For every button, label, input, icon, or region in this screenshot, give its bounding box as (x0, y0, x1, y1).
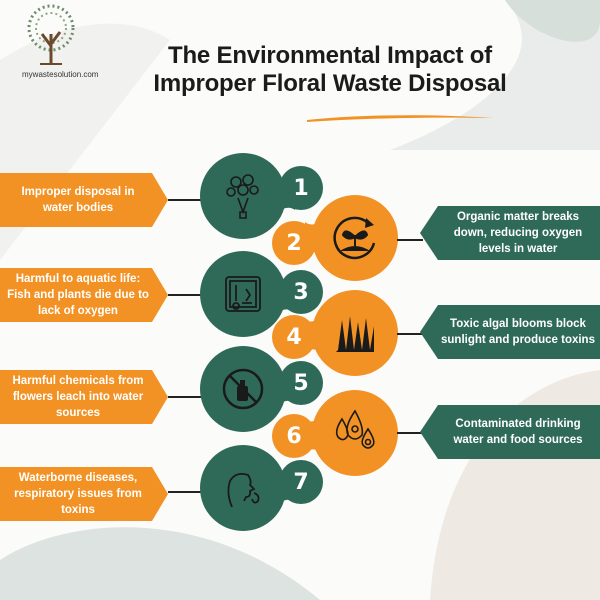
person-coughing-icon (227, 472, 260, 508)
no-spray-icon (222, 368, 264, 410)
step-3-label: Harmful to aquatic life: Fish and plants… (0, 268, 168, 322)
title-line-1: The Environmental Impact of (168, 42, 492, 69)
step-5-number: 5 (293, 370, 309, 396)
step-text: Toxic algal blooms block sunlight and pr… (441, 318, 595, 346)
title-line-2: Improper Floral Waste Disposal (153, 70, 507, 97)
step-6-number: 6 (286, 423, 302, 449)
step-text: Waterborne diseases, respiratory issues … (14, 472, 142, 516)
step-text: Organic matter breaks down, reducing oxy… (453, 211, 583, 255)
step-5-label: Harmful chemicals from flowers leach int… (0, 370, 168, 424)
connector-line (168, 396, 208, 398)
plant-cycle-icon (333, 216, 376, 260)
step-4-number: 4 (286, 324, 302, 350)
contaminated-drops-icon (335, 409, 375, 449)
page-title: The Environmental Impact of Improper Flo… (90, 42, 570, 98)
step-text: Harmful chemicals from flowers leach int… (12, 375, 144, 419)
connector-line (397, 239, 423, 241)
connector-line (397, 432, 423, 434)
connector-line (168, 491, 208, 493)
logo-site-text: mywastesolution.com (22, 70, 99, 79)
step-4-label: Toxic algal blooms block sunlight and pr… (420, 305, 600, 359)
step-3-number: 3 (293, 279, 309, 305)
flower-bouquet-icon (226, 174, 259, 219)
aquarium-icon (225, 276, 261, 312)
step-1-label: Improper disposal in water bodies (0, 173, 168, 227)
connector-line (168, 199, 208, 201)
step-7-bubble (200, 445, 323, 531)
step-6-bubble (272, 390, 398, 476)
tree-logo-icon (27, 4, 75, 65)
logo: mywastesolution.com (18, 4, 98, 79)
algae-icon (336, 316, 374, 352)
step-2-label: Organic matter breaks down, reducing oxy… (420, 206, 600, 260)
connector-line (168, 294, 208, 296)
orange-underline-swoosh (307, 115, 493, 122)
step-2-number: 2 (286, 230, 302, 256)
connector-line (397, 333, 423, 335)
step-3-bubble (200, 251, 323, 337)
step-4-bubble (272, 290, 398, 376)
step-text: Improper disposal in water bodies (21, 186, 135, 214)
step-7-number: 7 (293, 469, 309, 495)
step-text: Contaminated drinking water and food sou… (453, 418, 583, 446)
step-7-label: Waterborne diseases, respiratory issues … (0, 467, 168, 521)
step-text: Harmful to aquatic life: Fish and plants… (7, 273, 149, 317)
step-1-number: 1 (293, 175, 309, 201)
step-1-bubble (200, 153, 323, 239)
step-6-label: Contaminated drinking water and food sou… (420, 405, 600, 459)
